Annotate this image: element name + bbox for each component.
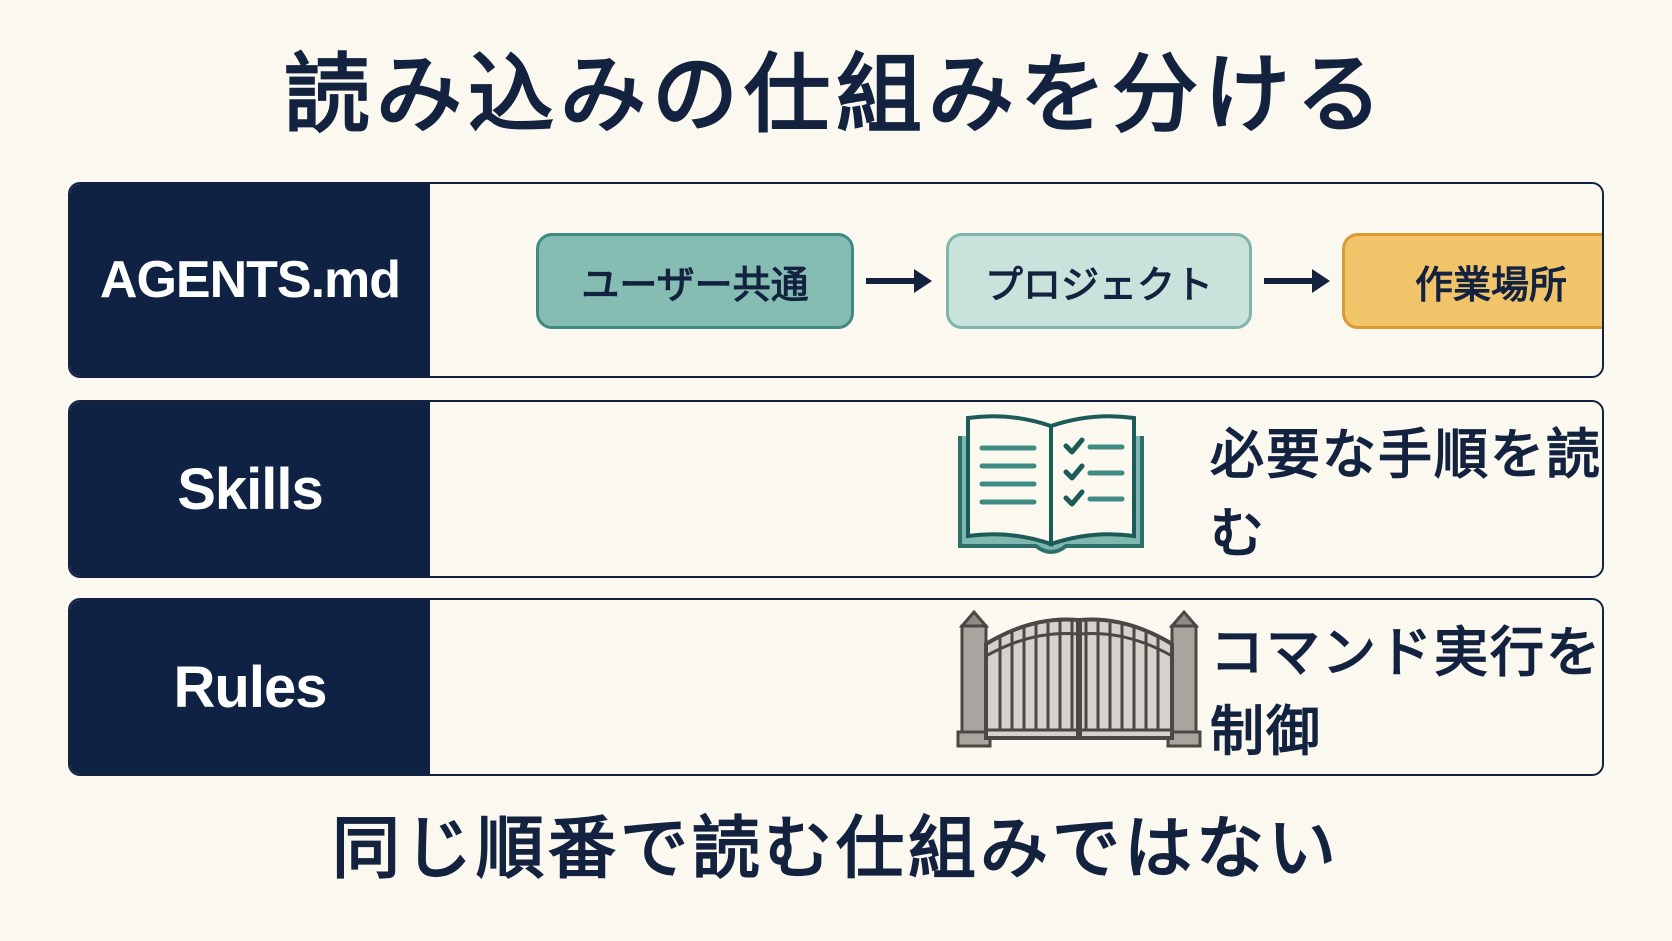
load-order-flow: ユーザー共通 プロジェクト 作業場所 xyxy=(468,184,1602,376)
arrow-right-icon xyxy=(1264,269,1330,293)
flow-step-user-common: ユーザー共通 xyxy=(536,233,854,329)
page-title: 読み込みの仕組みを分ける xyxy=(284,45,1388,145)
rules-description: コマンド実行を制御 xyxy=(1210,621,1602,763)
rules-content: コマンド実行を制御 xyxy=(468,600,1602,774)
agents-md-row: AGENTS.md ユーザー共通 プロジェクト 作業場所 xyxy=(68,182,1604,378)
rules-label: Rules xyxy=(70,600,430,774)
skills-label: Skills xyxy=(70,402,430,576)
footer-note: 同じ順番で読む仕組みではない xyxy=(331,810,1340,889)
gate-icon xyxy=(956,606,1202,756)
open-book-checklist-icon xyxy=(956,412,1146,566)
arrow-right-icon xyxy=(866,269,932,293)
flow-step-workspace: 作業場所 xyxy=(1342,233,1602,329)
flow-step-project: プロジェクト xyxy=(946,233,1252,329)
agents-md-label: AGENTS.md xyxy=(70,184,430,376)
skills-row: Skills xyxy=(68,400,1604,578)
skills-content: 必要な手順を読む xyxy=(468,402,1602,576)
rules-row: Rules xyxy=(68,598,1604,776)
skills-description: 必要な手順を読む xyxy=(1210,423,1602,565)
